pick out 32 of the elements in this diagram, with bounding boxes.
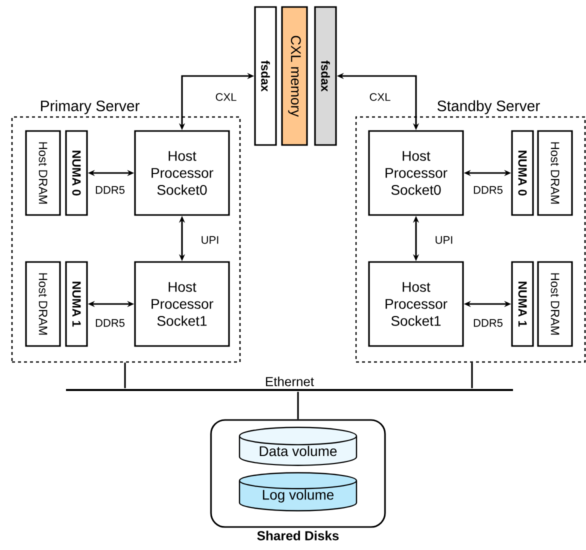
edge-label: DDR5 xyxy=(94,185,126,195)
edge-label: UPI xyxy=(434,235,454,245)
bus-label: Ethernet xyxy=(266,376,314,386)
enclosure-title: Shared Disks xyxy=(257,530,339,540)
processor-box: Host Processor Socket0 xyxy=(368,130,464,216)
memory-bar: fsdax xyxy=(314,6,337,146)
edge-label: DDR5 xyxy=(94,318,126,328)
edge-label: DDR5 xyxy=(472,185,504,195)
memory-box: NUMA 1 xyxy=(511,261,534,347)
volume-cylinder: Log volume xyxy=(238,472,358,512)
memory-box: Host DRAM xyxy=(537,130,573,216)
edge-label: DDR5 xyxy=(472,318,504,328)
memory-bar: CXL memory xyxy=(281,6,308,146)
memory-box: Host DRAM xyxy=(25,261,61,347)
memory-box: Host DRAM xyxy=(537,261,573,347)
memory-box: Host DRAM xyxy=(25,130,61,216)
processor-box: Host Processor Socket1 xyxy=(368,261,464,347)
server-title: Primary Server xyxy=(41,100,140,114)
connector xyxy=(124,362,126,388)
edge-label: CXL xyxy=(368,92,392,102)
memory-box: NUMA 0 xyxy=(65,130,88,216)
edge-label: CXL xyxy=(214,92,238,102)
server-title: Standby Server xyxy=(437,100,540,114)
connector xyxy=(471,362,473,388)
memory-box: NUMA 1 xyxy=(65,261,88,347)
edge-label: UPI xyxy=(200,235,220,245)
processor-box: Host Processor Socket1 xyxy=(134,261,230,347)
connector xyxy=(297,392,299,420)
memory-bar: fsdax xyxy=(254,6,277,146)
volume-cylinder: Data volume xyxy=(238,426,358,466)
processor-box: Host Processor Socket0 xyxy=(134,130,230,216)
memory-box: NUMA 0 xyxy=(511,130,534,216)
